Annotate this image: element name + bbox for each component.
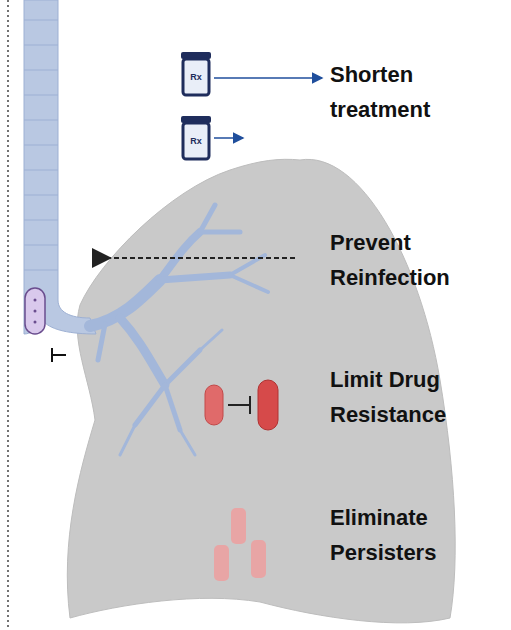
outcome-label: Prevent Reinfection	[330, 225, 500, 295]
rx-mark: Rx	[186, 136, 206, 146]
pill-bottle	[181, 116, 211, 159]
bacterium	[258, 380, 278, 430]
outcome-label: Eliminate Persisters	[330, 500, 500, 570]
bacterium	[25, 288, 45, 334]
persister-bacterium	[251, 540, 266, 578]
persister-bacterium	[231, 508, 246, 544]
trachea-rings	[24, 20, 58, 270]
dashed-arrow	[108, 257, 295, 259]
outcome-label: Limit Drug Resistance	[330, 362, 500, 432]
bronchial-tree	[90, 205, 268, 455]
inhibition-bar	[228, 396, 250, 414]
bacterium-dots	[34, 299, 37, 324]
inhibition-bar	[52, 348, 66, 362]
outcome-label: Shorten treatment	[330, 57, 500, 127]
pill-bottle	[181, 52, 211, 95]
rx-mark: Rx	[186, 72, 206, 82]
arrow	[214, 77, 322, 79]
trachea	[24, 0, 96, 334]
arrow	[214, 137, 243, 139]
bacterium	[205, 385, 223, 425]
dotted-divider	[7, 0, 9, 630]
persister-bacterium	[214, 545, 229, 581]
